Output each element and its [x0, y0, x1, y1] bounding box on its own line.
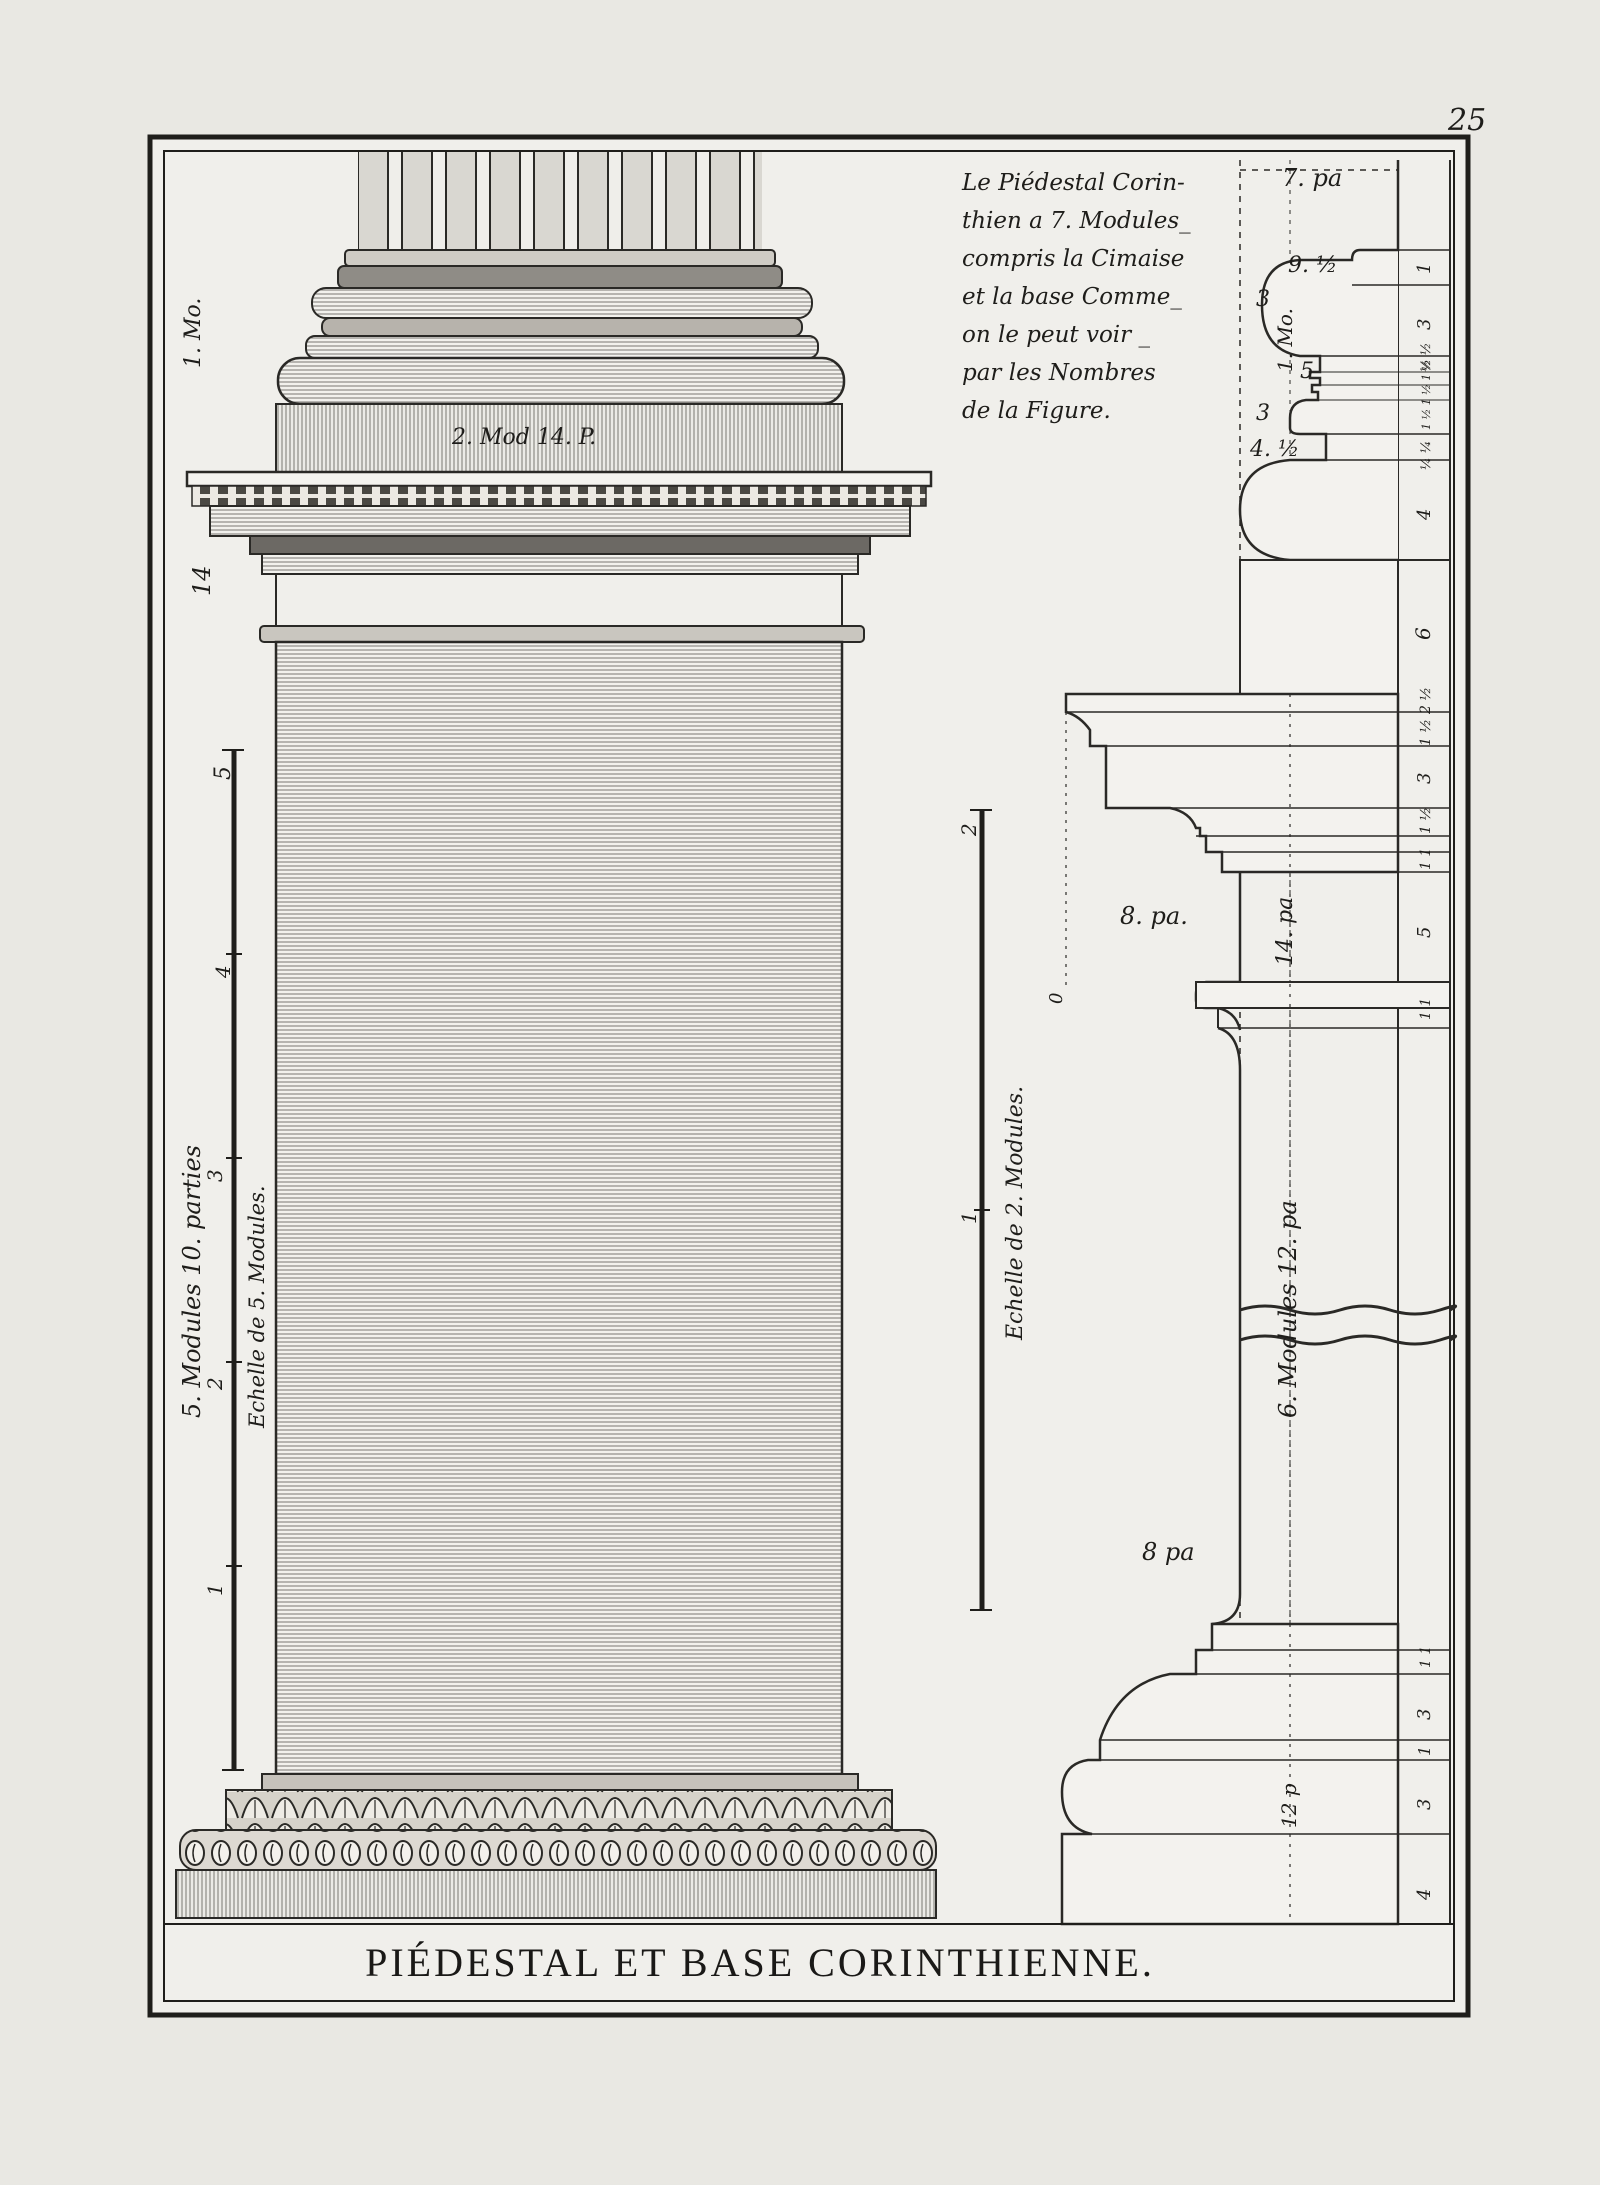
cornice-neck [275, 573, 843, 627]
measure-19: 4 [1414, 1889, 1435, 1901]
measure-7: 6 [1411, 627, 1435, 640]
scale5-tick-1: 1 [203, 1583, 227, 1596]
fluted-shaft [358, 152, 762, 252]
one-module-label: 1. Mo. [181, 298, 206, 368]
cornice-height-label: 14. pa [1273, 897, 1298, 966]
measure-16: 3 [1414, 1709, 1435, 1720]
measure-4: 1 ½ 1 ½ 1 ½ [1420, 360, 1433, 430]
die-height-label: 6. Modules 12. pa [1274, 1200, 1302, 1418]
plinth-projection-label: 8 pa [1142, 1538, 1195, 1566]
pedestal-elevation: 2. Mod 14. P. 1. Mo. 14 [175, 152, 937, 1919]
three-b-label: 3 [1256, 401, 1270, 426]
scale5-name: Echelle de 5. Modules. [245, 1185, 269, 1429]
cornice-projection-label: 8. pa. [1120, 902, 1188, 930]
four-half-label: 4. ½ [1249, 437, 1299, 462]
scale2-tick-1: 1 [957, 1211, 981, 1224]
note-line-4: et la base Comme_ [962, 284, 1182, 310]
scale2-tick-2: 2 [957, 823, 981, 837]
three-a-label: 3 [1256, 287, 1270, 312]
note-line-1: Le Piédestal Corin- [961, 170, 1185, 196]
scale5-tick-2: 2 [203, 1377, 227, 1391]
top-width-label: 7. pa [1282, 164, 1342, 192]
measure-6: 4 [1414, 509, 1435, 521]
measure-12: 1 1 [1418, 848, 1434, 870]
nine-half-label: 9. ½ [1288, 253, 1337, 278]
base-height-label: 12 p [1277, 1783, 1301, 1828]
measure-5: ¼ ¼ [1419, 441, 1434, 470]
pedestal-die [274, 640, 844, 1776]
page-number: 25 [1447, 103, 1486, 138]
note-line-7: de la Figure. [962, 398, 1111, 424]
five-label: 5 [1300, 359, 1314, 384]
column-plinth [275, 403, 843, 473]
measure-2: 3 [1414, 319, 1435, 330]
base-width-label: 2. Mod 14. P. [451, 425, 596, 450]
egg-moulding [179, 1829, 937, 1871]
cornice-ornament [191, 485, 927, 507]
one-mo-profile-label: 1. Mo. [1273, 308, 1297, 372]
scale5-tick-4: 4 [211, 965, 235, 979]
description-note: Le Piédestal Corin- thien a 7. Modules_ … [961, 170, 1191, 424]
profile-section: 7. pa 9. ½ 3 1. Mo. 5 3 4. ½ 8. pa. 14. … [1046, 160, 1458, 1926]
scale-two-modules: 2 1 Echelle de 2. Modules. [957, 809, 1028, 1611]
measure-9: 1 ½ [1418, 719, 1434, 746]
upper-torus [311, 287, 813, 319]
note-line-2: thien a 7. Modules_ [962, 208, 1191, 234]
plate-title: PIÉDESTAL ET BASE CORINTHIENNE. [365, 1940, 1155, 1985]
note-line-3: compris la Cimaise [962, 246, 1184, 272]
scale-five-modules: 1 2 3 4 5 5. Modules 10. parties Echelle… [178, 749, 269, 1771]
lower-torus [276, 356, 846, 406]
measure-17: 1 [1415, 1746, 1434, 1756]
measure-8: 2 ½ [1418, 687, 1434, 715]
note-line-5: on le peut voir _ [962, 322, 1150, 348]
measure-15: 1 1 [1418, 1646, 1434, 1668]
scale5-tick-5: 5 [211, 766, 236, 780]
scale5-tick-3: 3 [203, 1169, 227, 1182]
measure-10: 3 [1414, 773, 1435, 784]
scale2-name: Echelle de 2. Modules. [1003, 1086, 1028, 1341]
measure-13: 5 [1414, 927, 1435, 938]
measure-1: 1 [1414, 263, 1435, 274]
scale5-caption: 5. Modules 10. parties [178, 1145, 206, 1418]
measure-18: 3 [1414, 1799, 1435, 1810]
pedestal-plinth [175, 1869, 937, 1919]
measure-11: 1 ½ [1418, 807, 1434, 834]
leaf-moulding [225, 1789, 893, 1831]
fourteen-label: 14 [188, 565, 216, 596]
inner-border [163, 150, 1455, 2002]
note-line-6: par les Nombres [962, 360, 1156, 386]
measure-14: 1 1 [1418, 998, 1434, 1020]
scale2-tick-0: 0 [1046, 993, 1067, 1004]
measure-3: ½ ½ [1419, 343, 1434, 372]
cornice-top [185, 470, 933, 488]
